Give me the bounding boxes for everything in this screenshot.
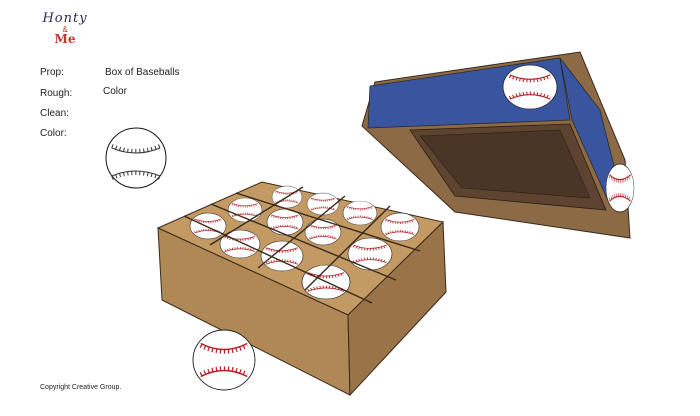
baseball — [188, 211, 228, 241]
rough-label: Rough: — [40, 88, 73, 99]
box-lid — [361, 51, 636, 239]
lid-baseball-emblem-side — [604, 162, 636, 214]
logo-line-2: Me — [54, 32, 76, 46]
brand-logo: Honty & Me — [40, 11, 90, 46]
baseball-box — [156, 181, 447, 397]
baseball — [259, 239, 305, 273]
lid-blue-panel-side — [559, 57, 626, 211]
prop-value: Box of Baseballs — [105, 67, 180, 78]
logo-line-1: Honty — [42, 11, 88, 26]
reference-baseball-sketch — [105, 127, 167, 189]
color-label: Color: — [40, 128, 67, 139]
baseball — [303, 217, 343, 247]
clean-label: Clean: — [40, 108, 69, 119]
logo-ampersand: & — [62, 25, 68, 34]
copyright-text: Copyright Creative Group. — [40, 384, 122, 391]
box-dividers — [183, 186, 421, 304]
baseball — [305, 191, 341, 217]
baseball — [341, 199, 379, 227]
prop-label: Prop: — [40, 67, 64, 78]
baseball — [379, 211, 421, 243]
rough-value: Color — [103, 86, 127, 97]
baseball — [346, 236, 394, 272]
lid-baseball-emblem — [503, 65, 557, 109]
loose-baseball — [193, 330, 255, 390]
